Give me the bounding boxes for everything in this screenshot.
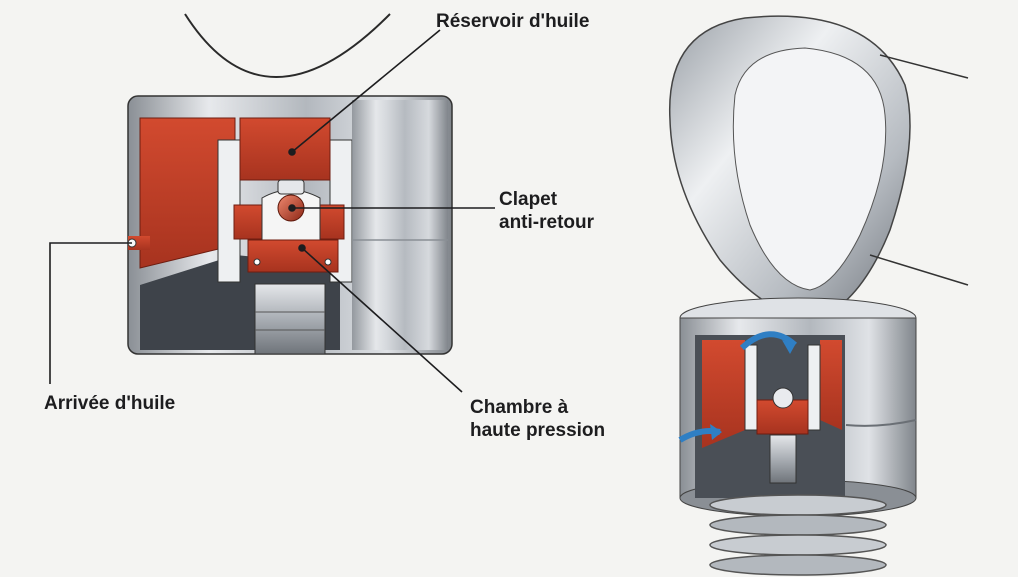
tappet-section-left — [127, 13, 453, 355]
leader-chambre — [301, 247, 463, 393]
plunger-stem — [254, 283, 326, 355]
label-chambre: Chambre à haute pression — [470, 397, 606, 441]
label-arrivee: Arrivée d'huile — [44, 393, 176, 414]
leader-reservoir — [291, 29, 441, 153]
oil-flow-arrow-top — [739, 331, 798, 351]
oil-section-right — [702, 340, 745, 448]
piston-wall — [217, 139, 241, 283]
camshaft-edge-bottom — [869, 254, 969, 286]
cam-and-tappet-right — [668, 15, 969, 576]
label-clapet: Clapet anti-retour — [499, 189, 594, 233]
camshaft-lobe-face — [732, 47, 887, 291]
ball-seat — [277, 179, 305, 195]
valve-spring — [709, 494, 887, 576]
oil-reservoir — [239, 117, 331, 181]
camshaft-edge-top — [879, 54, 969, 79]
tappet-shell-right — [352, 100, 448, 350]
check-ball-right — [772, 387, 794, 409]
cam-outline-left — [184, 13, 391, 78]
leader-arrivee — [49, 242, 132, 384]
leader-lines — [49, 29, 495, 393]
label-reservoir: Réservoir d'huile — [436, 11, 590, 32]
